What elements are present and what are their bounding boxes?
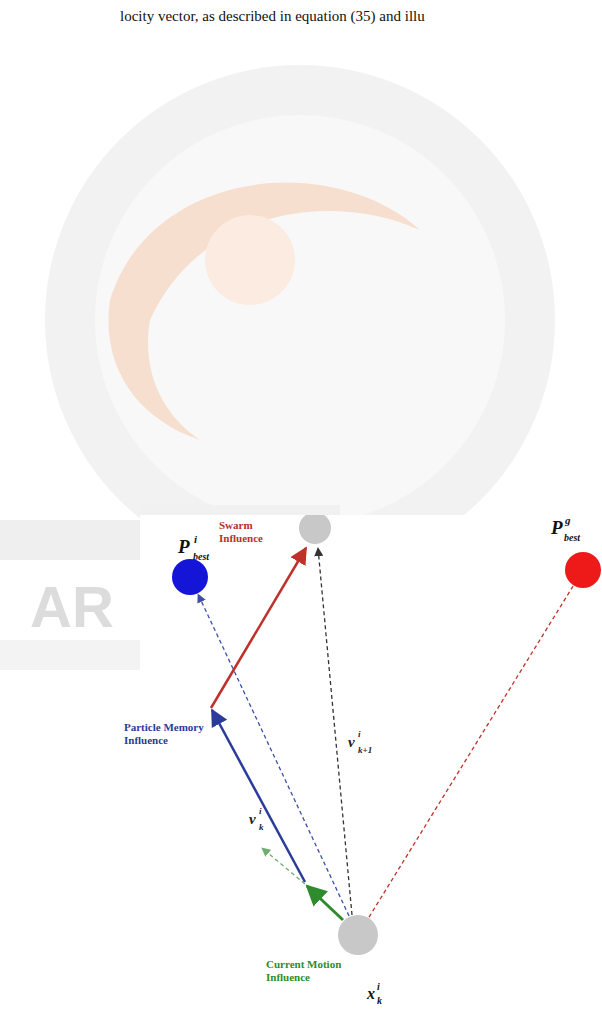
vector-symbol: v xyxy=(348,734,355,751)
figure-ground xyxy=(140,515,602,1018)
point-symbol: P xyxy=(178,537,190,558)
next-position-circle xyxy=(299,512,331,544)
new-velocity-arrow xyxy=(318,548,352,915)
particle-circle xyxy=(565,552,601,588)
influence-label: Particle Memory Influence xyxy=(124,721,210,746)
point-symbol: x xyxy=(367,985,375,1003)
vector-symbol: v xyxy=(249,811,256,828)
vector-superscript: i xyxy=(259,806,262,816)
particle-circle xyxy=(172,559,208,595)
watermark-band xyxy=(0,640,140,670)
symbol-subscript: best xyxy=(564,532,580,543)
watermark-disc xyxy=(45,65,555,575)
particle-circle xyxy=(338,915,378,955)
dashed-connector xyxy=(198,594,349,916)
dashed-connector xyxy=(369,586,573,917)
vector-superscript: i xyxy=(358,729,361,739)
memory-influence-arrow xyxy=(212,710,305,882)
symbol-superscript: i xyxy=(194,533,197,545)
symbol-subscript: k xyxy=(377,995,382,1006)
symbol-subscript: best xyxy=(193,551,209,562)
watermark-text: AR xyxy=(30,574,114,641)
watermark-planet xyxy=(205,215,295,305)
circle-outline xyxy=(338,915,378,955)
point-symbol: P xyxy=(551,518,563,539)
position-circle: Pgbest xyxy=(565,552,601,588)
vector-subscript: k xyxy=(259,822,264,832)
velocity-arrow xyxy=(262,848,305,884)
influence-label: Current Motion Influence xyxy=(266,958,346,983)
figure-edge-mask xyxy=(140,505,340,515)
circle-outline xyxy=(172,559,208,595)
swarm-influence-arrow xyxy=(211,548,306,708)
watermark-band xyxy=(0,520,140,560)
symbol-superscript: i xyxy=(377,981,380,992)
symbol-superscript: g xyxy=(565,514,571,526)
watermark-inner xyxy=(95,115,505,525)
watermark-swoosh xyxy=(108,183,420,440)
vector-subscript: k+1 xyxy=(358,745,372,755)
current-motion-arrow xyxy=(307,886,343,920)
circle-outline xyxy=(565,552,601,588)
position-circle: xik xyxy=(338,915,378,955)
body-text: locity vector, as described in equation … xyxy=(120,8,425,25)
influence-label: Swarm Influence xyxy=(219,519,275,544)
position-circle: Pibest xyxy=(172,559,208,595)
